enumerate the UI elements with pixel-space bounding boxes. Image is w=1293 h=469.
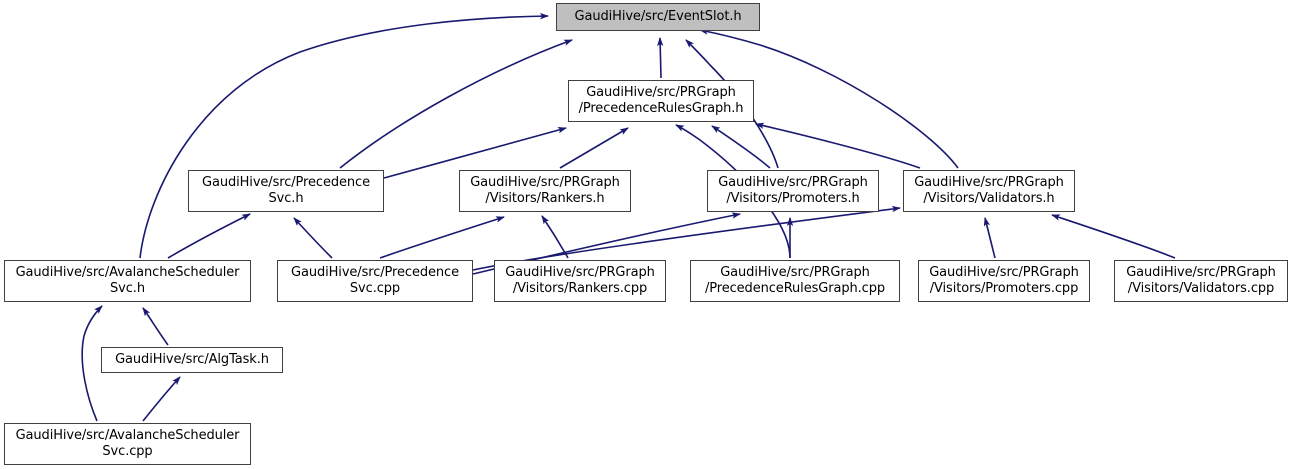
node-label: GaudiHive/src/PRGraph /PrecedenceRulesGr… xyxy=(578,85,744,116)
node-label: GaudiHive/src/PRGraph /Visitors/Promoter… xyxy=(718,175,868,206)
edge-promoters-cpp-to-validators-h xyxy=(983,217,996,259)
node-validators-h[interactable]: GaudiHive/src/PRGraph /Visitors/Validato… xyxy=(903,170,1075,212)
node-label: GaudiHive/src/PRGraph /Visitors/Rankers.… xyxy=(505,265,655,296)
node-label: GaudiHive/src/PRGraph /Visitors/Promoter… xyxy=(929,265,1079,296)
node-rankers-cpp[interactable]: GaudiHive/src/PRGraph /Visitors/Rankers.… xyxy=(494,260,666,302)
node-label: GaudiHive/src/AlgTask.h xyxy=(115,352,269,367)
node-rankers-h[interactable]: GaudiHive/src/PRGraph /Visitors/Rankers.… xyxy=(459,170,631,212)
edge-avalancheschedulersvc-h-to-eventslot-h xyxy=(139,12,549,259)
node-label: GaudiHive/src/Precedence Svc.h xyxy=(201,175,370,206)
node-label: GaudiHive/src/PRGraph /Visitors/Rankers.… xyxy=(470,175,620,206)
node-algtask-h[interactable]: GaudiHive/src/AlgTask.h xyxy=(101,347,283,373)
edge-precedencerulesgraph-h-to-eventslot-h xyxy=(657,37,664,79)
node-promoters-h[interactable]: GaudiHive/src/PRGraph /Visitors/Promoter… xyxy=(707,170,879,212)
edge-algtask-h-to-avalancheschedulersvc-h xyxy=(142,307,169,346)
node-label: GaudiHive/src/PRGraph /PrecedenceRulesGr… xyxy=(704,265,886,296)
edge-avalancheschedulersvc-cpp-to-avalancheschedulersvc-h xyxy=(81,305,103,422)
edge-rankers-h-to-precedencerulesgraph-h xyxy=(559,127,629,169)
node-label: GaudiHive/src/AvalancheScheduler Svc.cpp xyxy=(15,428,240,459)
edge-avalancheschedulersvc-h-to-precedencesvc-h xyxy=(167,213,251,259)
node-avalancheschedulersvc-cpp[interactable]: GaudiHive/src/AvalancheScheduler Svc.cpp xyxy=(4,423,251,465)
node-label: GaudiHive/src/EventSlot.h xyxy=(574,9,742,24)
node-promoters-cpp[interactable]: GaudiHive/src/PRGraph /Visitors/Promoter… xyxy=(918,260,1090,302)
node-precedencesvc-cpp[interactable]: GaudiHive/src/Precedence Svc.cpp xyxy=(277,260,473,302)
edge-rankers-cpp-to-rankers-h xyxy=(541,215,569,259)
node-precedencerulesgraph-h[interactable]: GaudiHive/src/PRGraph /PrecedenceRulesGr… xyxy=(568,80,754,122)
node-label: GaudiHive/src/Precedence Svc.cpp xyxy=(290,265,459,296)
edge-avalancheschedulersvc-cpp-to-algtask-h xyxy=(142,376,181,422)
node-label: GaudiHive/src/PRGraph /Visitors/Validato… xyxy=(1126,265,1276,296)
node-eventslot-h[interactable]: GaudiHive/src/EventSlot.h xyxy=(556,3,760,31)
node-validators-cpp[interactable]: GaudiHive/src/PRGraph /Visitors/Validato… xyxy=(1114,260,1288,302)
node-avalancheschedulersvc-h[interactable]: GaudiHive/src/AvalancheScheduler Svc.h xyxy=(4,260,251,302)
edge-validators-cpp-to-validators-h xyxy=(1051,214,1176,259)
node-label: GaudiHive/src/PRGraph /Visitors/Validato… xyxy=(914,175,1064,206)
edge-precedencesvc-cpp-to-precedencesvc-h xyxy=(293,217,333,259)
node-precedencerulesgraph-cpp[interactable]: GaudiHive/src/PRGraph /PrecedenceRulesGr… xyxy=(690,260,900,302)
node-precedencesvc-h[interactable]: GaudiHive/src/Precedence Svc.h xyxy=(188,170,384,212)
node-label: GaudiHive/src/AvalancheScheduler Svc.h xyxy=(15,265,240,296)
edge-precedencesvc-h-to-eventslot-h xyxy=(339,39,573,169)
edge-validators-h-to-precedencerulesgraph-h xyxy=(755,122,921,169)
edge-precedencesvc-cpp-to-rankers-h xyxy=(379,216,505,259)
edge-promoters-h-to-precedencerulesgraph-h xyxy=(711,125,771,169)
